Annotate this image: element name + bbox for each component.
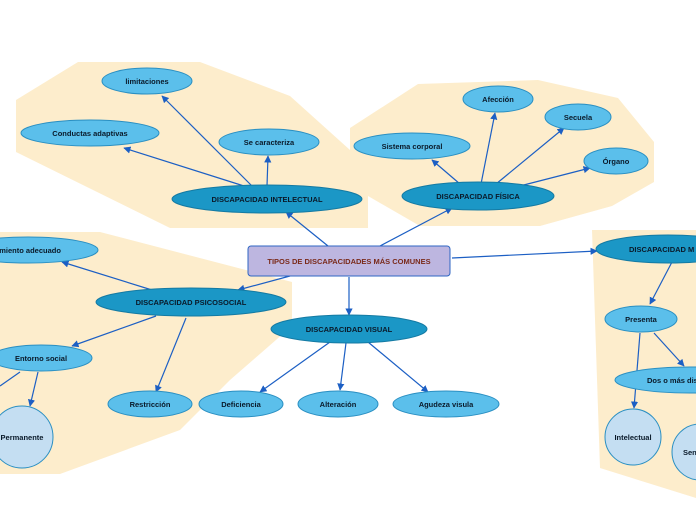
- edge-fisica-sistema: [431, 159, 461, 185]
- edge-fisica-secuela: [495, 127, 565, 185]
- node-secuela-label: Secuela: [564, 113, 593, 122]
- node-sensorial-label: Sen: [683, 448, 696, 457]
- node-discapacidad-multiple[interactable]: DISCAPACIDAD M: [595, 234, 696, 264]
- edge-intelectual-limitaciones: [161, 95, 253, 187]
- node-presenta-label: Presenta: [625, 315, 658, 324]
- edge-presenta-dosomas: [653, 332, 685, 367]
- edge-intelectual-secaracteriza: [264, 155, 272, 187]
- node-alteracion-label: Alteración: [320, 400, 357, 409]
- node-limitaciones[interactable]: limitaciones: [101, 67, 193, 95]
- edge-central-psicosocial: [237, 275, 291, 292]
- node-discapacidad-psicosocial[interactable]: DISCAPACIDAD PSICOSOCIAL: [95, 287, 287, 317]
- node-discapacidad-multiple-label: DISCAPACIDAD M: [629, 245, 694, 254]
- node-discapacidad-intelectual[interactable]: DISCAPACIDAD INTELECTUAL: [171, 184, 363, 214]
- node-entorno-social[interactable]: Entorno social: [0, 344, 93, 372]
- node-afeccion-label: Afección: [482, 95, 514, 104]
- node-sistema-corporal[interactable]: Sistema corporal: [353, 132, 471, 160]
- edge-psicosocial-entorno: [71, 315, 157, 348]
- node-permanente[interactable]: Permanente: [0, 405, 54, 469]
- edge-intelectual-conductas: [123, 146, 245, 187]
- node-organo[interactable]: Órgano: [583, 147, 649, 175]
- node-intelectual[interactable]: Intelectual: [604, 408, 662, 466]
- node-restriccion[interactable]: Restricción: [107, 390, 193, 418]
- edge-visual-deficiencia: [259, 341, 331, 393]
- central-node[interactable]: TIPOS DE DISCAPACIDADES MÁS COMUNES: [247, 245, 451, 277]
- edge-visual-agudeza: [367, 341, 429, 393]
- edge-visual-alteracion: [337, 342, 347, 391]
- edge-psicosocial-funcionamiento: [61, 260, 153, 291]
- edge-central-fisica: [379, 207, 453, 247]
- node-restriccion-label: Restricción: [130, 400, 171, 409]
- node-discapacidad-fisica-label: DISCAPACIDAD FÍSICA: [436, 192, 520, 201]
- node-deficiencia-label: Deficiencia: [221, 400, 261, 409]
- node-permanente-label: Permanente: [1, 433, 44, 442]
- edge-entorno-left: [0, 371, 21, 387]
- edge-multiple-presenta: [649, 261, 673, 305]
- node-entorno-social-label: Entorno social: [15, 354, 67, 363]
- node-dos-o-mas-label: Dos o más dis: [647, 376, 696, 385]
- node-organo-label: Órgano: [603, 157, 630, 166]
- node-sensorial[interactable]: Sen: [671, 423, 696, 481]
- node-presenta[interactable]: Presenta: [604, 305, 678, 333]
- node-conductas-adaptivas[interactable]: Conductas adaptivas: [20, 119, 160, 147]
- edge-central-multiple: [451, 247, 598, 259]
- node-conductas-adaptivas-label: Conductas adaptivas: [52, 129, 127, 138]
- node-discapacidad-intelectual-label: DISCAPACIDAD INTELECTUAL: [211, 195, 323, 204]
- node-secuela[interactable]: Secuela: [544, 103, 612, 131]
- node-intelectual-label: Intelectual: [614, 433, 651, 442]
- node-sistema-corporal-label: Sistema corporal: [382, 142, 443, 151]
- node-discapacidad-visual[interactable]: DISCAPACIDAD VISUAL: [270, 314, 428, 344]
- node-afeccion[interactable]: Afección: [462, 85, 534, 113]
- edge-central-intelectual: [285, 211, 329, 247]
- edge-fisica-afeccion: [480, 112, 498, 185]
- node-deficiencia[interactable]: Deficiencia: [198, 390, 284, 418]
- node-agudeza-visula[interactable]: Agudeza visula: [392, 390, 500, 418]
- node-discapacidad-visual-label: DISCAPACIDAD VISUAL: [306, 325, 393, 334]
- node-dos-o-mas[interactable]: Dos o más dis: [614, 366, 696, 394]
- edge-psicosocial-restriccion: [155, 317, 187, 393]
- node-funcionamiento-adecuado[interactable]: amiento adecuado: [0, 236, 99, 264]
- node-funcionamiento-adecuado-label: amiento adecuado: [0, 246, 61, 255]
- node-se-caracteriza-label: Se caracteriza: [244, 138, 295, 147]
- node-discapacidad-psicosocial-label: DISCAPACIDAD PSICOSOCIAL: [136, 298, 247, 307]
- edge-entorno-permanente: [27, 371, 39, 407]
- node-agudeza-visula-label: Agudeza visula: [419, 400, 474, 409]
- node-se-caracteriza[interactable]: Se caracteriza: [218, 128, 320, 156]
- central-label: TIPOS DE DISCAPACIDADES MÁS COMUNES: [267, 257, 430, 266]
- node-discapacidad-fisica[interactable]: DISCAPACIDAD FÍSICA: [401, 181, 555, 211]
- node-alteracion[interactable]: Alteración: [297, 390, 379, 418]
- node-limitaciones-label: limitaciones: [125, 77, 168, 86]
